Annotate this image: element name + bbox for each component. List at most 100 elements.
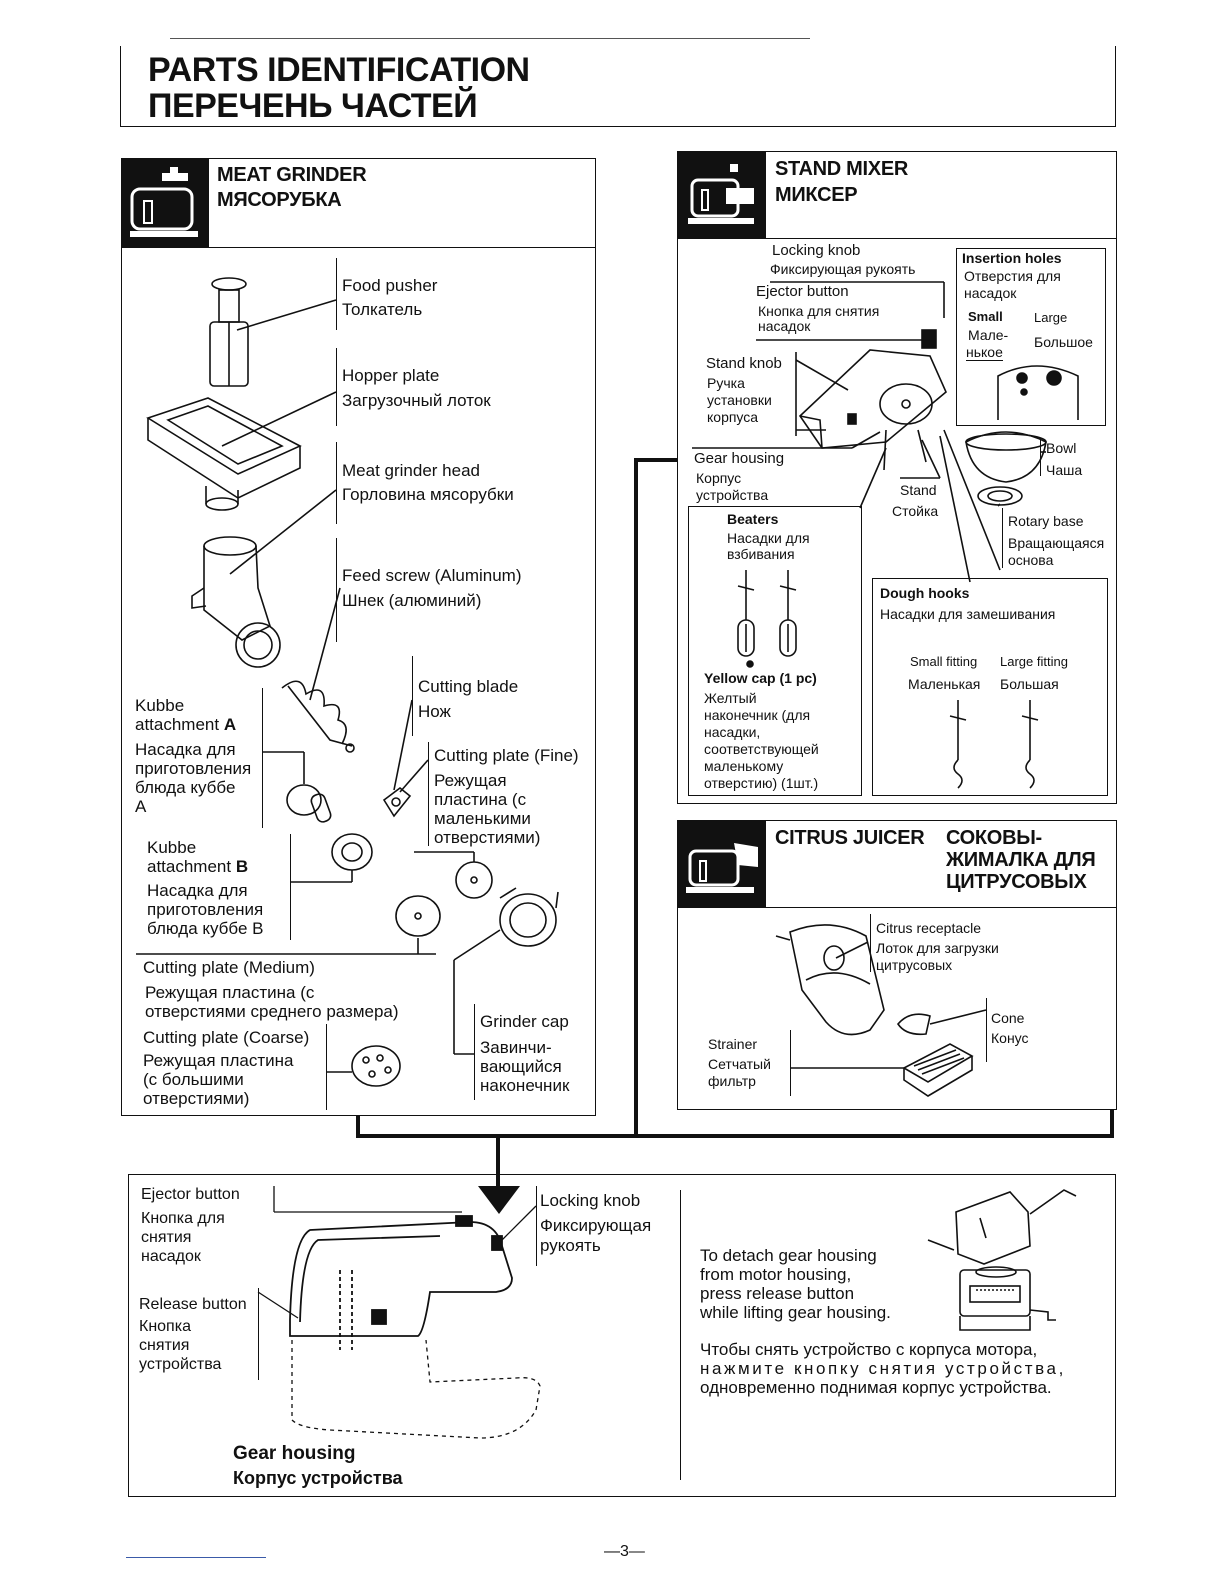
kubbe-a-label-ru3: А: [135, 797, 147, 816]
bottom-locking-knob-ru1: рукоять: [540, 1236, 601, 1255]
cutting-plate-medium-label-ru0: Режущая пластина (с: [145, 983, 315, 1002]
release-button-ru2: устройства: [139, 1356, 222, 1373]
hopper-plate-label-ru: Загрузочный лоток: [342, 391, 491, 410]
kubbe-a-label-en2: attachment A: [135, 715, 237, 734]
bottom-ejector-button-ru2: насадок: [141, 1248, 201, 1265]
dough-hooks-box: [872, 578, 1108, 796]
kubbe-b-label-en1: Kubbe: [147, 838, 197, 857]
rotary-base-en: Rotary base: [1008, 513, 1084, 529]
insertion-holes-box: [956, 248, 1106, 426]
yellow-cap-ru5: отверстию) (1шт.): [704, 775, 819, 791]
meat-grinder-title-ru: МЯСОРУБКА: [217, 189, 342, 211]
dough-hooks-large-ru: Большая: [1000, 676, 1059, 692]
insertion-holes-large-en: Large: [1034, 310, 1068, 325]
rotary-base-ru1: основа: [1008, 552, 1054, 568]
instructions-en-3: while lifting gear housing.: [700, 1303, 891, 1322]
bracket-head: [336, 442, 337, 524]
stand-ru: Стойка: [892, 503, 939, 519]
connector-left-down: [356, 1116, 360, 1138]
citrus-receptacle-ru1: цитрусовых: [876, 957, 953, 973]
header-frame: [120, 46, 1116, 127]
grinder-cap-label-ru2: наконечник: [480, 1076, 570, 1095]
yellow-cap-ru3: соответствующей: [704, 741, 819, 757]
dough-hooks-small-en: Small fitting: [910, 654, 978, 669]
stand-en: Stand: [900, 482, 937, 498]
dough-hooks-large-en: Large fitting: [1000, 654, 1068, 669]
citrus-receptacle-ru0: Лоток для загрузки: [876, 940, 999, 956]
bowl-ru: Чаша: [1046, 462, 1083, 478]
stand-knob-ru1: установки: [707, 392, 772, 408]
mixer-gear-housing-ru0: Корпус: [696, 470, 742, 486]
stand-knob-ru0: Ручка: [707, 375, 745, 391]
instructions-ru-0: Чтобы снять устройство с корпуса мотора,: [700, 1340, 1038, 1359]
mixer-ejector-button-en: Ejector button: [756, 283, 849, 300]
yellow-cap-ru0: Желтый: [704, 690, 757, 706]
beaters-ru0: Насадки для: [727, 530, 810, 546]
stand-knob-ru2: корпуса: [707, 409, 759, 425]
feed-screw-label-en: Feed screw (Aluminum): [342, 566, 522, 585]
instructions-en-0: To detach gear housing: [700, 1246, 877, 1265]
cutting-plate-coarse-label-en: Cutting plate (Coarse): [143, 1028, 310, 1047]
mixer-locking-knob-en: Locking knob: [772, 242, 861, 259]
connector-horizontal: [356, 1134, 1114, 1138]
insertion-holes-ru1: насадок: [964, 285, 1017, 301]
citrus-juicer-icon: [678, 821, 766, 907]
strainer-en: Strainer: [708, 1036, 758, 1052]
yellow-cap-ru2: насадки,: [704, 724, 761, 740]
bottom-locking-knob-ru0: Фиксирующая: [540, 1216, 652, 1235]
bottom-ejector-button-en: Ejector button: [141, 1186, 240, 1203]
header-rule-top: [170, 38, 810, 39]
citrus-juicer-panel: [677, 820, 1117, 1110]
bracket-hopper-plate: [336, 348, 337, 426]
instructions-ru-2: одновременно поднимая корпус устройства.: [700, 1378, 1052, 1397]
release-button-ru1: снятия: [139, 1337, 190, 1354]
mixer-ejector-button-ru1: насадок: [758, 318, 811, 334]
kubbe-b-label-ru1: приготовления: [147, 900, 264, 919]
stand-knob-en: Stand knob: [706, 355, 782, 372]
bottom-locking-knob-en: Locking knob: [540, 1191, 641, 1210]
bracket-rotary-base: [1002, 508, 1003, 568]
cutting-plate-fine-label-ru3: отверстиями): [434, 828, 541, 847]
connector-vertical: [634, 458, 638, 1138]
meat-grinder-icon: [122, 159, 209, 247]
page-title-en: PARTS IDENTIFICATION: [148, 51, 530, 89]
cutting-blade-label-en: Cutting blade: [418, 677, 519, 696]
cutting-plate-fine-label-ru0: Режущая: [434, 771, 507, 790]
strainer-ru0: Сетчатый: [708, 1056, 771, 1072]
bracket-cutting-blade: [412, 656, 413, 736]
mixer-locking-knob-ru: Фиксирующая рукоять: [770, 261, 916, 277]
connector-right-down: [1110, 1110, 1114, 1138]
stand-mixer-panel: [677, 151, 1117, 804]
connector-mixer-left: [636, 458, 678, 462]
bracket-feed-screw: [336, 538, 337, 642]
kubbe-a-label-en1: Kubbe: [135, 696, 185, 715]
stand-mixer-title-en: STAND MIXER: [775, 158, 908, 180]
release-button-ru0: Кнопка: [139, 1318, 191, 1335]
cutting-plate-medium-label-en: Cutting plate (Medium): [143, 958, 315, 977]
citrus-juicer-header-divider: [677, 907, 1117, 908]
stand-mixer-title-ru: МИКСЕР: [775, 184, 858, 206]
mixer-gear-housing-ru1: устройства: [696, 487, 769, 503]
bowl-en: Bowl: [1046, 440, 1077, 456]
beaters-en: Beaters: [727, 511, 779, 527]
gear-housing-panel: [128, 1174, 1116, 1497]
bottom-ejector-button-ru1: снятия: [141, 1229, 192, 1246]
cutting-plate-fine-label-ru2: маленькими: [434, 809, 531, 828]
citrus-juicer-title-ru2: ЦИТРУСОВЫХ: [946, 871, 1087, 893]
bracket-kubbe-a: [262, 688, 263, 828]
gear-housing-ru: Корпус устройства: [233, 1468, 403, 1488]
mixer-ejector-button-ru0: Кнопка для снятия: [758, 303, 880, 319]
mixer-gear-housing-en: Gear housing: [694, 450, 785, 467]
cutting-plate-fine-label-ru1: пластина (с: [434, 790, 527, 809]
bracket-cone: [986, 998, 987, 1062]
grinder-head-label-ru: Горловина мясорубки: [342, 485, 514, 504]
bracket-bottom-locking-knob: [536, 1186, 537, 1266]
cutting-plate-coarse-label-ru1: (с большими: [143, 1070, 244, 1089]
kubbe-a-label-ru2: блюда куббе: [135, 778, 236, 797]
bracket-release-button: [258, 1288, 259, 1380]
